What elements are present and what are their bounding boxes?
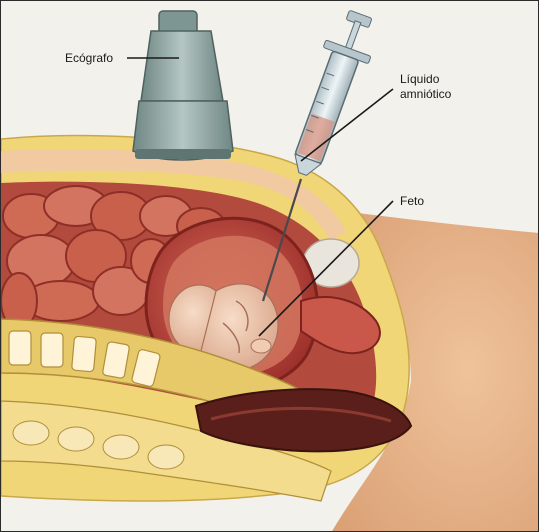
- liquido-label-line1: Líquido: [400, 72, 440, 86]
- ecografo-label: Ecógrafo: [65, 51, 113, 65]
- feto-label: Feto: [400, 194, 424, 208]
- liquido-label-line2: amniótico: [400, 87, 452, 101]
- ultrasound-probe: [133, 11, 233, 160]
